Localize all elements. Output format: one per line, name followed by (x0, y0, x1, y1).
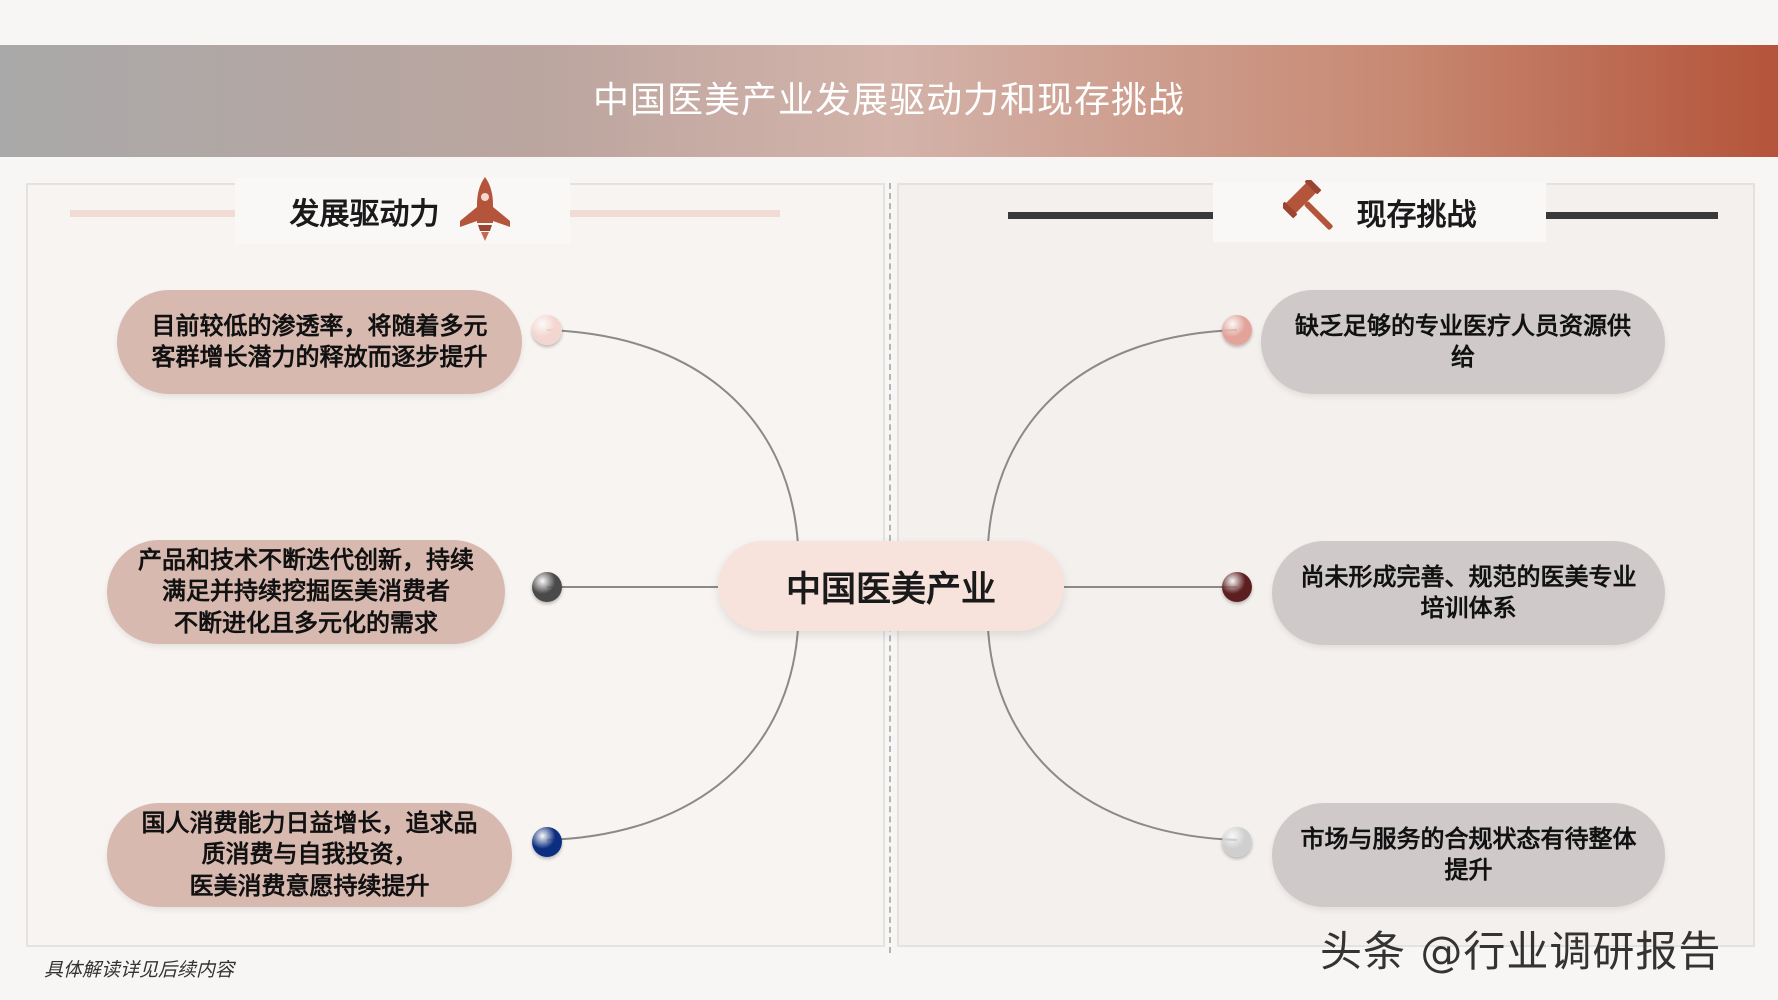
challenge-item-3: 市场与服务的合规状态有待整体 提升 (1272, 803, 1665, 907)
challenges-title: 现存挑战 (1356, 198, 1477, 233)
connector-challenge-3 (987, 627, 1238, 841)
rocket-icon (454, 175, 516, 247)
drivers-title: 发展驱动力 (289, 197, 440, 232)
drivers-deco-line-left (70, 210, 235, 217)
watermark: 头条 @行业调研报告 (1320, 927, 1722, 976)
challenges-deco-line-left (1008, 212, 1213, 219)
challenge-dot-2 (1222, 572, 1252, 602)
drivers-deco-line-right (570, 210, 780, 217)
challenges-deco-line-right (1546, 212, 1718, 219)
driver-dot-2 (532, 572, 562, 602)
center-node: 中国医美产业 (718, 541, 1064, 631)
connector-driver-1 (546, 329, 799, 546)
header-banner: 中国医美产业发展驱动力和现存挑战 (0, 45, 1778, 157)
driver-dot-1 (532, 315, 562, 345)
challenges-header: 现存挑战 (1213, 177, 1546, 244)
driver-item-1: 目前较低的渗透率，将随着多元 客群增长潜力的释放而逐步提升 (117, 290, 522, 394)
challenge-item-2: 尚未形成完善、规范的医美专业 培训体系 (1272, 541, 1665, 645)
challenge-dot-1 (1222, 315, 1252, 345)
driver-item-2: 产品和技术不断迭代创新，持续 满足并持续挖掘医美消费者 不断进化且多元化的需求 (107, 540, 505, 644)
page-title: 中国医美产业发展驱动力和现存挑战 (592, 80, 1185, 121)
driver-dot-3 (532, 827, 562, 857)
challenge-item-1: 缺乏足够的专业医疗人员资源供 给 (1261, 290, 1665, 394)
connector-driver-3 (546, 627, 799, 841)
drivers-header: 发展驱动力 (235, 175, 570, 247)
footnote: 具体解读详见后续内容 (44, 959, 235, 981)
challenge-dot-3 (1222, 827, 1252, 857)
gavel-icon (1280, 177, 1343, 244)
connector-challenge-1 (987, 329, 1238, 546)
driver-item-3: 国人消费能力日益增长，追求品 质消费与自我投资， 医美消费意愿持续提升 (107, 803, 512, 907)
